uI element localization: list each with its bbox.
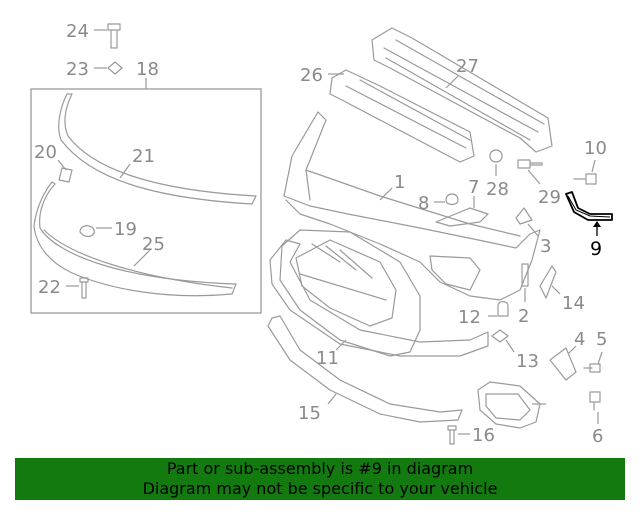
callout-11: 11 <box>316 348 339 369</box>
part-10-screw <box>573 173 597 185</box>
callout-27: 27 <box>456 56 479 77</box>
leader-3 <box>527 223 539 237</box>
leader-25 <box>133 249 151 267</box>
leader-27 <box>445 75 459 89</box>
leader-4 <box>567 345 577 355</box>
part-28-clip <box>489 149 503 163</box>
part-3-bracket <box>515 207 533 225</box>
part-7-bracket <box>435 207 489 227</box>
banner-line-1: Part or sub-assembly is #9 in diagram <box>166 459 474 478</box>
part-1-fog-opening <box>429 255 481 291</box>
part-26-absorber <box>329 69 475 163</box>
part-9-bracket-highlighted <box>565 191 613 221</box>
banner-line-2: Diagram may not be specific to your vehi… <box>142 479 498 498</box>
leader-11 <box>335 339 347 351</box>
part-21-trim-strip <box>58 93 257 205</box>
part-5-bolt <box>583 363 601 373</box>
part-4-bracket <box>549 347 577 381</box>
part-17-bezel <box>477 381 541 429</box>
callout-1: 1 <box>394 172 405 193</box>
callout-24: 24 <box>66 21 89 42</box>
callout-26: 26 <box>300 65 323 86</box>
callout-21: 21 <box>132 146 155 167</box>
part-14-bracket <box>539 265 557 299</box>
part-grille-inner <box>295 239 397 327</box>
part-26-absorber-detail <box>345 79 471 149</box>
part-23-nut <box>107 61 123 75</box>
callout-2: 2 <box>518 306 529 327</box>
callout-29: 29 <box>538 187 561 208</box>
callout-6: 6 <box>592 426 603 447</box>
part-6-bolt <box>589 391 601 411</box>
part-27-beam-detail <box>383 39 545 141</box>
part-20-clip <box>58 167 73 183</box>
callout-10: 10 <box>584 138 607 159</box>
leader-15 <box>327 393 337 405</box>
part-9-bracket-detail <box>567 195 611 218</box>
callout-20: 20 <box>34 142 57 163</box>
callout-4: 4 <box>574 329 585 350</box>
part-13-clip <box>491 329 509 343</box>
part-1-bumper-cover <box>283 111 541 301</box>
leader-29 <box>527 169 541 185</box>
part-11-lower-grille <box>269 239 489 357</box>
inset-box <box>30 88 262 314</box>
callout-18: 18 <box>136 59 159 80</box>
callout-28: 28 <box>486 179 509 200</box>
callout-8: 8 <box>418 193 429 214</box>
leader-21 <box>119 163 131 179</box>
leader-14 <box>551 285 561 295</box>
part-22-bolt <box>79 277 89 299</box>
callout-19: 19 <box>114 219 137 240</box>
leader-13 <box>505 339 515 353</box>
part-12-clip <box>497 300 509 317</box>
part-1-cover-edge <box>305 111 521 237</box>
part-2-screw <box>521 263 529 287</box>
callout-22: 22 <box>38 277 61 298</box>
callout-3: 3 <box>540 236 551 257</box>
callout-9-highlighted: 9 <box>590 238 602 260</box>
part-25-lip-edge <box>43 229 233 289</box>
part-24-screw <box>107 23 121 49</box>
callout-25: 25 <box>142 234 165 255</box>
leader-10 <box>591 159 596 173</box>
leader-1 <box>379 187 393 201</box>
callout-23: 23 <box>66 59 89 80</box>
part-27-beam <box>371 27 553 153</box>
callout-7: 7 <box>468 177 479 198</box>
leader-20 <box>57 159 67 171</box>
callout-5: 5 <box>596 329 607 350</box>
callout-13: 13 <box>516 351 539 372</box>
part-29-bolt <box>517 159 543 169</box>
part-25-lower-lip <box>33 181 237 297</box>
part-19-clip <box>79 225 95 238</box>
callout-14: 14 <box>562 293 585 314</box>
parts-diagram: 24 23 18 20 21 19 25 22 26 27 1 10 28 29… <box>30 21 613 447</box>
leader-9-arrow <box>593 221 601 227</box>
part-8-clip <box>445 193 459 206</box>
callout-16: 16 <box>472 425 495 446</box>
callout-15: 15 <box>298 403 321 424</box>
info-banner: Part or sub-assembly is #9 in diagram Di… <box>15 458 625 500</box>
part-16-screw <box>447 425 457 445</box>
leader-5 <box>597 351 603 365</box>
part-15-skid-strip <box>267 315 463 423</box>
callout-12: 12 <box>458 307 481 328</box>
